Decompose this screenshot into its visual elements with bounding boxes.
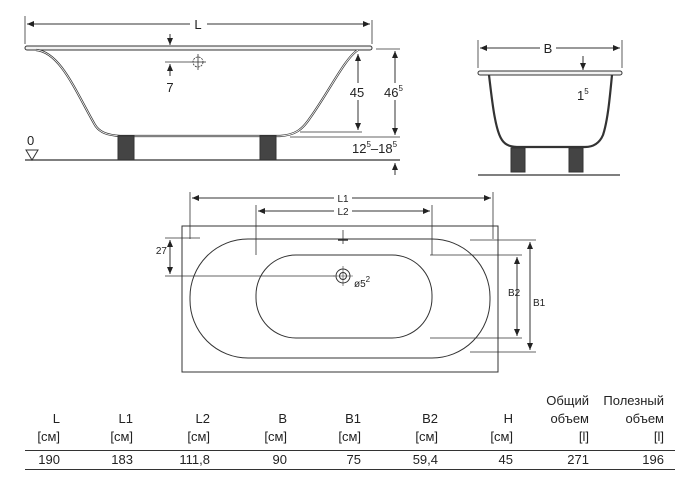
header-unit: [см] bbox=[264, 429, 287, 444]
table-header: L[см] L1[см] L2[см] B[см] B1[см] B2[см] … bbox=[25, 392, 675, 446]
leg-min-sup: 5 bbox=[366, 140, 371, 149]
leg-min: 12 bbox=[352, 141, 366, 156]
floor-level-label: 0 bbox=[27, 133, 34, 148]
width-label: B bbox=[544, 41, 553, 56]
header-unit: [см] bbox=[415, 429, 438, 444]
leg-icon bbox=[568, 147, 584, 173]
header-top bbox=[60, 392, 133, 410]
length-label: L bbox=[194, 17, 201, 32]
header-unit: [см] bbox=[37, 429, 60, 444]
leg-icon bbox=[510, 147, 526, 173]
header-unit: [см] bbox=[110, 429, 133, 444]
rim-thickness-label: 15 bbox=[577, 87, 589, 103]
rim-value: 1 bbox=[577, 88, 584, 103]
l2-label: L2 bbox=[337, 207, 349, 218]
header-top: Полезный bbox=[603, 393, 664, 408]
drain-value: ø5 bbox=[354, 279, 366, 290]
header-top bbox=[438, 392, 513, 410]
side-view bbox=[24, 16, 400, 175]
dash: – bbox=[371, 141, 379, 156]
column-header: L1 [см] bbox=[60, 392, 133, 446]
tub-body bbox=[35, 48, 359, 138]
header-name: B2 bbox=[422, 411, 438, 426]
depth-label: 45 bbox=[350, 85, 364, 100]
column-header: Полезный объем [l] bbox=[589, 392, 664, 446]
level-marker-icon bbox=[25, 149, 39, 161]
header-top bbox=[25, 392, 60, 410]
drain-offset-label: 27 bbox=[156, 246, 168, 257]
overflow-offset-label: 7 bbox=[166, 80, 173, 95]
header-name: B1 bbox=[345, 411, 361, 426]
column-header: L [см] bbox=[25, 392, 60, 446]
header-top bbox=[287, 392, 361, 410]
header-top bbox=[210, 392, 287, 410]
header-unit: [см] bbox=[338, 429, 361, 444]
table-cell: 45 bbox=[498, 452, 513, 467]
dimensions-table: L[см] L1[см] L2[см] B[см] B1[см] B2[см] … bbox=[25, 392, 675, 470]
end-view bbox=[477, 40, 623, 176]
table-row: 190 183 111,8 90 75 59,4 45 271 196 bbox=[25, 450, 675, 470]
height-label: 465 bbox=[384, 84, 403, 100]
header-unit: [см] bbox=[187, 429, 210, 444]
column-header: Общий объем [l] bbox=[513, 392, 589, 446]
header-unit: [l] bbox=[578, 429, 589, 444]
table-cell: 90 bbox=[272, 452, 287, 467]
table-cell: 196 bbox=[642, 452, 664, 467]
leg-max-sup: 5 bbox=[393, 140, 398, 149]
rim-sup: 5 bbox=[584, 87, 589, 96]
table-cell: 271 bbox=[567, 452, 589, 467]
leg-max: 18 bbox=[378, 141, 392, 156]
header-name: H bbox=[503, 411, 513, 426]
table-cell: 183 bbox=[111, 452, 133, 467]
header-name: B bbox=[278, 411, 287, 426]
header-top bbox=[361, 392, 438, 410]
header-name: L1 bbox=[118, 411, 133, 426]
table-cell: 75 bbox=[346, 452, 361, 467]
drain-diameter-label: ø52 bbox=[354, 275, 371, 290]
height-sup: 5 bbox=[398, 84, 403, 93]
leg-icon bbox=[259, 135, 277, 161]
table-cell: 111,8 bbox=[179, 452, 210, 467]
header-name: L bbox=[52, 411, 60, 426]
b2-label: B2 bbox=[508, 288, 521, 299]
leg-range-label: 125–185 bbox=[352, 140, 398, 156]
header-unit: [l] bbox=[653, 429, 664, 444]
table-cell: 190 bbox=[38, 452, 60, 467]
column-header: B2 [см] bbox=[361, 392, 438, 446]
leg-icon bbox=[117, 135, 135, 161]
header-name: объем bbox=[550, 411, 589, 426]
column-header: L2 [см] bbox=[133, 392, 210, 446]
drain-icon bbox=[333, 266, 353, 286]
b1-label: B1 bbox=[533, 298, 546, 309]
l1-label: L1 bbox=[337, 194, 349, 205]
tub-rim bbox=[24, 45, 373, 51]
column-header: H [см] bbox=[438, 392, 513, 446]
column-header: B [см] bbox=[210, 392, 287, 446]
header-top bbox=[133, 392, 210, 410]
height-value: 46 bbox=[384, 85, 398, 100]
drain-sup: 2 bbox=[366, 275, 371, 284]
table-cell: 59,4 bbox=[412, 452, 438, 467]
header-top: Общий bbox=[546, 393, 589, 408]
header-name: L2 bbox=[195, 411, 210, 426]
overflow-crosshair-icon bbox=[190, 54, 206, 70]
top-view bbox=[165, 192, 536, 373]
header-unit: [см] bbox=[490, 429, 513, 444]
column-header: B1 [см] bbox=[287, 392, 361, 446]
header-name: объем bbox=[625, 411, 664, 426]
